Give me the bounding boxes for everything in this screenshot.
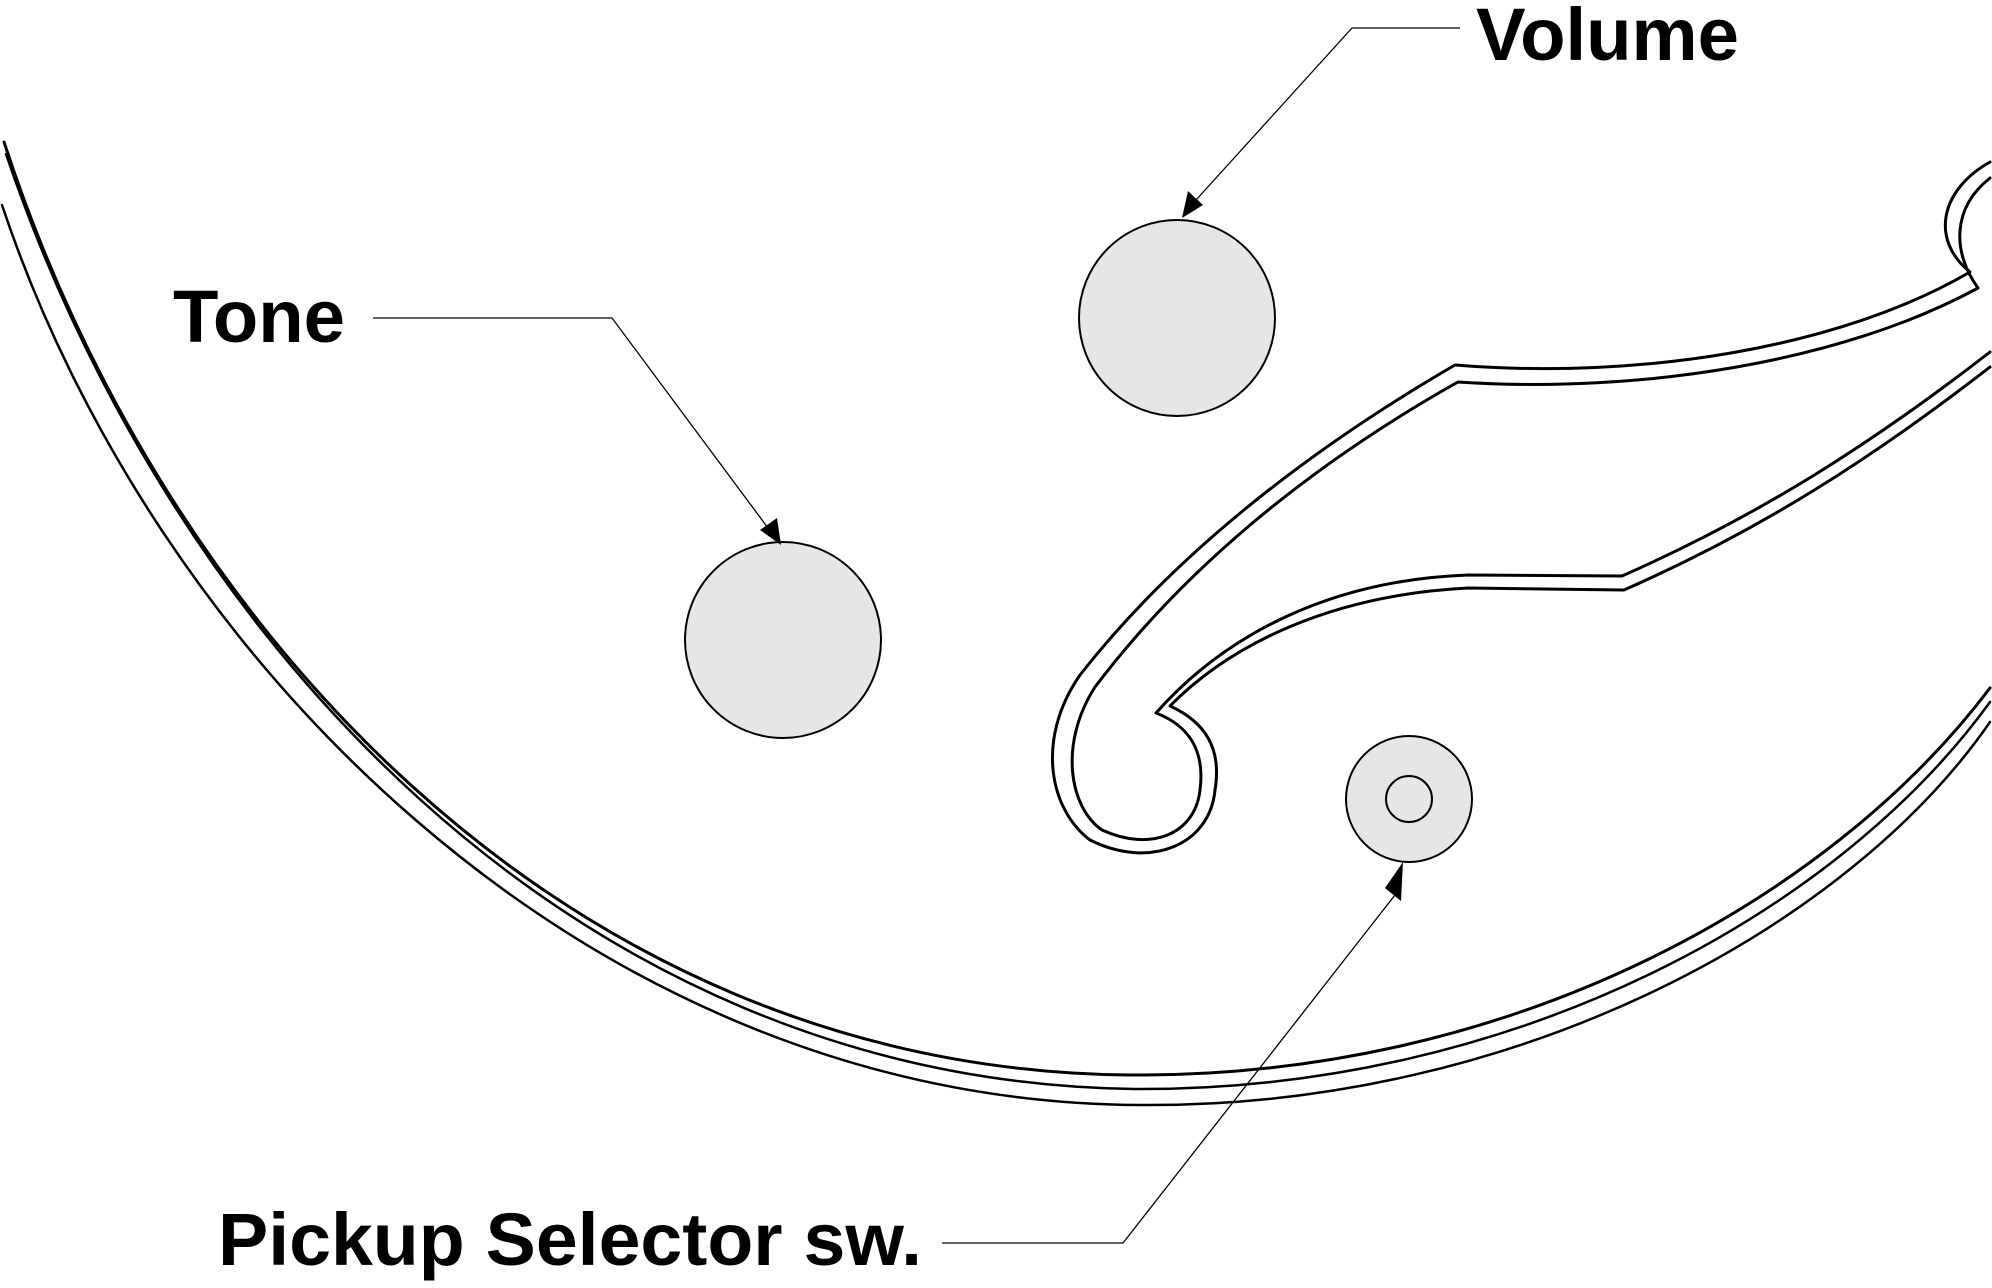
pickup-selector-label: Pickup Selector sw. xyxy=(218,1198,922,1281)
volume-arrowhead xyxy=(1182,191,1203,218)
body-lower-edge xyxy=(0,140,1992,1107)
volume-knob[interactable] xyxy=(1078,219,1276,417)
volume-leader-line xyxy=(1195,27,1460,201)
pickup-selector-arrowhead xyxy=(1385,862,1403,901)
tone-knob[interactable] xyxy=(684,541,882,739)
pickup-selector-switch[interactable] xyxy=(1345,735,1473,863)
volume-label: Volume xyxy=(1476,0,1739,76)
tone-leader-line xyxy=(373,317,769,529)
f-hole xyxy=(1051,160,1992,855)
tone-label: Tone xyxy=(173,275,345,358)
tone-arrowhead xyxy=(760,518,781,545)
pickup-selector-leader-line xyxy=(942,894,1396,1244)
pickup-selector-switch-tip xyxy=(1385,775,1433,823)
leader-lines xyxy=(373,27,1460,1244)
leader-arrowheads xyxy=(760,191,1403,901)
